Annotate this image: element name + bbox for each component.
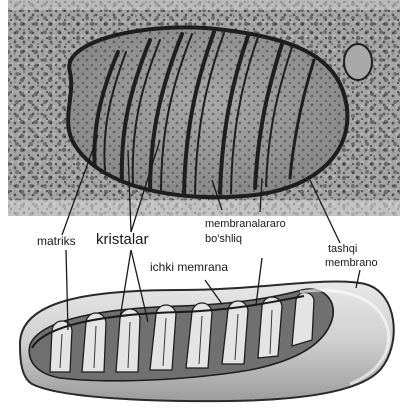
outer-bud-micrograph: [344, 44, 372, 80]
label-intermembrane-line2: bo'shliq: [205, 234, 242, 246]
label-outer-membrane-line2: membrano: [325, 258, 378, 270]
label-intermembrane-line1: membranalararo: [205, 219, 286, 231]
label-cristae: kristalar: [96, 232, 149, 248]
label-outer-membrane-line1: tashqi: [328, 244, 357, 256]
electron-micrograph: [8, 0, 400, 243]
label-inner-membrane: ichki memrana: [150, 261, 228, 274]
label-matrix: matriks: [37, 235, 76, 248]
